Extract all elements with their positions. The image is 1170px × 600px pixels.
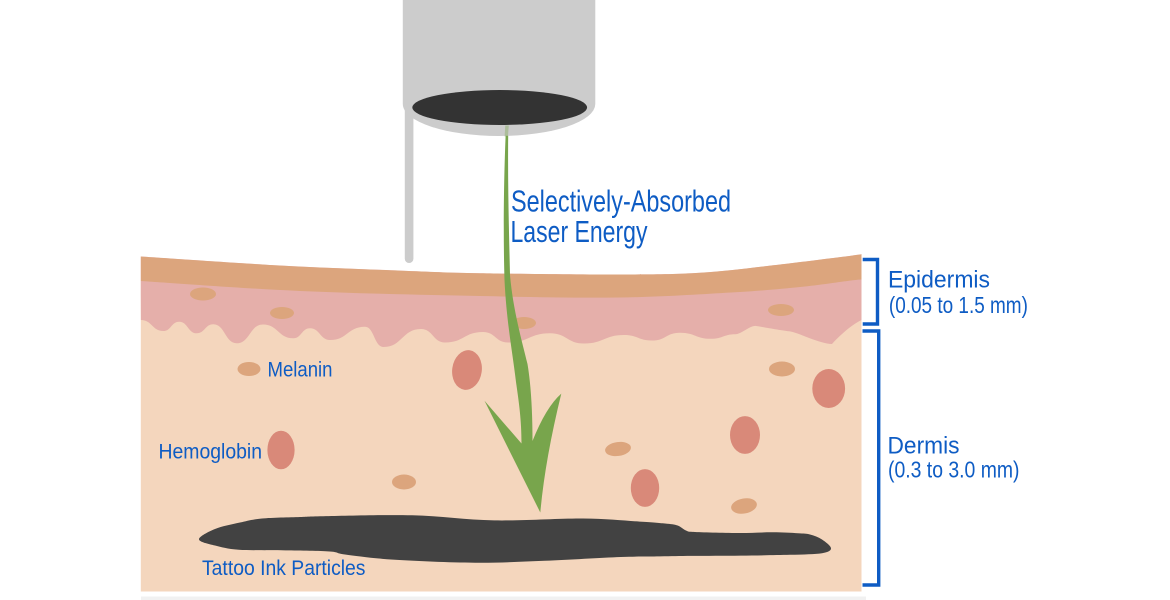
svg-text:Tattoo Ink Particles: Tattoo Ink Particles [202,555,366,580]
svg-text:Selectively-Absorbed: Selectively-Absorbed [511,185,731,219]
svg-text:Hemoglobin: Hemoglobin [159,439,263,464]
svg-text:Laser Energy: Laser Energy [511,215,649,249]
svg-text:Epidermis: Epidermis [888,267,990,293]
svg-text:(0.3 to 3.0 mm): (0.3 to 3.0 mm) [888,456,1020,482]
svg-text:Melanin: Melanin [268,357,333,382]
svg-text:(0.05 to 1.5 mm): (0.05 to 1.5 mm) [889,292,1028,318]
svg-text:Dermis: Dermis [888,433,960,460]
